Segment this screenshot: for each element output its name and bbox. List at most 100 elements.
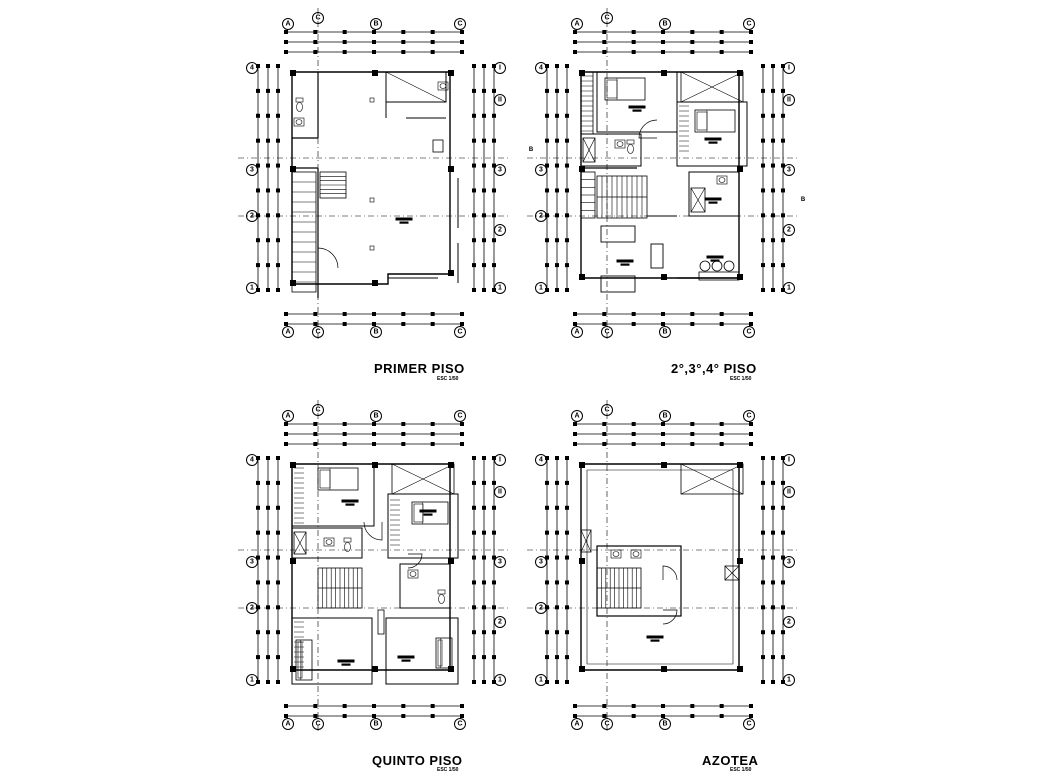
door-swing xyxy=(363,521,383,541)
plan-title-azotea: AZOTEA xyxy=(702,753,759,768)
grid-bubble-A: A xyxy=(282,326,294,338)
grid-bubble-B: B xyxy=(659,718,671,730)
grid-bubble-A: A xyxy=(571,718,583,730)
column xyxy=(448,666,454,672)
grid-bubble-3: 3 xyxy=(535,164,547,176)
grid-bubble-r2-label: II xyxy=(498,489,502,496)
grid-bubble-r5: 1 xyxy=(783,674,795,686)
grid-bubble-r3: 3 xyxy=(494,556,506,568)
grid-bubble-C: C xyxy=(743,718,755,730)
grid-bubble-C-label: C xyxy=(746,21,751,28)
bed xyxy=(604,77,646,101)
plan-title-quinto-piso: QUINTO PISO xyxy=(372,753,463,768)
exterior-wall xyxy=(580,463,740,671)
grid-bubble-A-label: A xyxy=(285,721,290,728)
grid-bubble-A: A xyxy=(282,18,294,30)
stair xyxy=(319,171,347,199)
grid-bubble-C-label: C xyxy=(746,329,751,336)
grid-bubble-4-label: 4 xyxy=(250,65,254,72)
grid-bubble-r2-label: II xyxy=(787,97,791,104)
stair xyxy=(580,171,596,219)
door-swing xyxy=(662,565,678,581)
grid-bubble-r5-label: 1 xyxy=(498,677,502,684)
bed xyxy=(435,637,453,669)
grid-bubble-A: A xyxy=(571,410,583,422)
grid-bubble-1: 1 xyxy=(535,674,547,686)
grid-bubble-3: 3 xyxy=(246,556,258,568)
grid-bubble-3: 3 xyxy=(246,164,258,176)
grid-bubble-4: 4 xyxy=(535,62,547,74)
column xyxy=(737,274,743,280)
grid-bubble-3-label: 3 xyxy=(250,559,254,566)
grid-bubble-r5: 1 xyxy=(494,674,506,686)
plan-scale-primer-piso: ESC 1/50 xyxy=(437,376,459,382)
room-tag xyxy=(337,659,355,666)
grid-bubble-1-label: 1 xyxy=(250,677,254,684)
section-mark-b2: B xyxy=(801,197,806,203)
column xyxy=(372,462,378,468)
grid-bubble-B: B xyxy=(659,326,671,338)
exterior-wall xyxy=(291,463,451,671)
table-chair xyxy=(711,260,723,272)
column xyxy=(737,462,743,468)
grid-bubble-B-label: B xyxy=(662,413,667,420)
door-swing xyxy=(662,609,678,625)
grid-bubble-C: C xyxy=(454,326,466,338)
shaft xyxy=(724,565,740,581)
room-tag xyxy=(395,217,413,224)
grid-bubble-1: 1 xyxy=(246,674,258,686)
room-tag xyxy=(397,655,415,662)
toilet xyxy=(437,589,446,604)
shaft xyxy=(391,463,455,495)
grid-bubble-C: C xyxy=(454,718,466,730)
grid-bubble-A-label: A xyxy=(574,21,579,28)
grid-bubble-r1: I xyxy=(783,454,795,466)
column xyxy=(661,666,667,672)
grid-bubble-C: C xyxy=(743,410,755,422)
room-tag xyxy=(704,197,722,204)
grid-bubble-r1-label: I xyxy=(788,457,790,464)
grid-bubble-A-label: A xyxy=(574,721,579,728)
grid-bubble-1-label: 1 xyxy=(250,285,254,292)
grid-bubble-B: B xyxy=(659,18,671,30)
grid-bubble-r2: II xyxy=(494,94,506,106)
bed xyxy=(694,109,736,133)
column xyxy=(448,558,454,564)
column xyxy=(737,558,743,564)
grid-bubble-C-label: C xyxy=(457,329,462,336)
grid-bubble-r1-label: I xyxy=(499,457,501,464)
shaft xyxy=(293,531,307,555)
grid-bubble-1-label: 1 xyxy=(539,677,543,684)
room-tag xyxy=(704,137,722,144)
grid-bubble-r2-label: II xyxy=(787,489,791,496)
column xyxy=(372,70,378,76)
grid-bubble-r4: 2 xyxy=(494,616,506,628)
grid-bubble-B-label: B xyxy=(373,721,378,728)
grid-bubble-r5-label: 1 xyxy=(787,677,791,684)
column xyxy=(579,274,585,280)
grid-bubble-r1: I xyxy=(494,62,506,74)
room-tag xyxy=(628,105,646,112)
toilet xyxy=(295,97,304,112)
door-swing xyxy=(638,119,658,139)
grid-bubble-3-label: 3 xyxy=(539,167,543,174)
grid-bubble-B: B xyxy=(370,718,382,730)
column xyxy=(448,166,454,172)
column xyxy=(579,462,585,468)
grid-bubble-4: 4 xyxy=(246,62,258,74)
bed xyxy=(317,467,359,491)
grid-bubble-sub-label: C xyxy=(604,329,609,336)
grid-bubble-B-label: B xyxy=(662,21,667,28)
shaft xyxy=(582,137,596,163)
grid-bubble-A: A xyxy=(282,718,294,730)
grid-bubble-r4: 2 xyxy=(783,224,795,236)
door-swing xyxy=(317,247,339,269)
plan-title-primer-piso: PRIMER PISO xyxy=(374,361,465,376)
column xyxy=(372,666,378,672)
grid-bubble-4: 4 xyxy=(246,454,258,466)
section-mark-b1: B xyxy=(529,147,534,153)
column xyxy=(290,280,296,286)
